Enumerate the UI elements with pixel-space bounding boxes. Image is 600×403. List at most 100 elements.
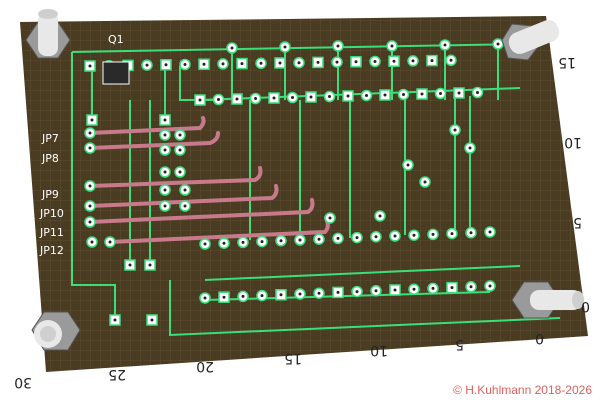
axis-label-25: 25 [108, 366, 126, 382]
pad-hole [88, 204, 92, 208]
pad-hole [439, 92, 442, 95]
axis-label-right-15: 15 [558, 54, 576, 70]
pad-hole [317, 237, 321, 241]
pad-hole [163, 133, 167, 137]
pad-hole [457, 91, 461, 95]
jumper-label-jp10: JP10 [39, 207, 64, 220]
pad-hole [163, 204, 167, 208]
copyright-notice: © H.Kuhlmann 2018-2026 [453, 383, 592, 397]
pad-hole [163, 170, 167, 174]
pad-hole [278, 61, 282, 65]
pad-hole [217, 98, 220, 101]
pad-hole [431, 232, 435, 236]
pad-hole [254, 97, 257, 100]
pad-hole [374, 289, 378, 293]
pad-hole [203, 296, 207, 300]
pad-hole [150, 318, 154, 322]
pad-hole [335, 60, 339, 64]
axis-label-20: 20 [196, 358, 214, 374]
pad-hole [412, 287, 416, 291]
pad-hole [178, 170, 182, 174]
pad-hole [128, 263, 132, 267]
pad-hole [488, 230, 492, 234]
pad-hole [431, 286, 435, 290]
pad-hole [260, 294, 264, 298]
pad-hole [316, 60, 320, 64]
pad-hole [374, 235, 378, 239]
axis-label-30: 30 [14, 374, 32, 390]
pad-hole [488, 284, 492, 288]
axis-label-right-0: 0 [581, 298, 590, 314]
pad-hole [259, 61, 263, 65]
pad-hole [178, 133, 182, 137]
pad-hole [411, 59, 415, 63]
jumper-label-jp8: JP8 [41, 152, 59, 165]
pad-hole [88, 184, 92, 188]
pad-hole [430, 59, 434, 63]
pad-hole [365, 94, 368, 97]
jumper-label-jp7: JP7 [41, 132, 59, 145]
axis-label-15: 15 [284, 350, 302, 366]
jumper-label-jp11: JP11 [39, 226, 64, 239]
pad-hole [241, 240, 245, 244]
pad-hole [393, 288, 397, 292]
pad-hole [443, 43, 447, 47]
pad-hole [88, 64, 92, 68]
pad-hole [378, 214, 382, 218]
pad-hole [148, 263, 152, 267]
pad-hole [298, 238, 302, 242]
axis-label-right-5: 5 [573, 214, 582, 230]
pad-hole [198, 98, 202, 102]
pad-hole [108, 240, 112, 244]
standoff-bottom-right [511, 281, 584, 319]
pad-hole [336, 236, 340, 240]
jumper-label-jp12: JP12 [39, 244, 64, 257]
pad-hole [453, 128, 457, 132]
pad-hole [279, 239, 283, 243]
pad-hole [450, 286, 454, 290]
pad-hole [163, 148, 167, 152]
pad-hole [178, 148, 182, 152]
pad-hole [203, 242, 207, 246]
pad-hole [392, 59, 396, 63]
pad-hole [468, 146, 472, 150]
standoff-bottom-left [31, 311, 81, 351]
pad-hole [202, 62, 206, 66]
q1-transistor: Q1 [102, 33, 130, 85]
copper-traces [71, 43, 561, 337]
pad-hole [272, 96, 276, 100]
pad-hole [328, 216, 332, 220]
pad-hole [373, 60, 377, 63]
axis-label-5: 5 [455, 336, 464, 352]
pad-hole [163, 188, 167, 192]
pad-hole [346, 94, 350, 98]
pad-hole [235, 97, 239, 101]
pad-hole [113, 318, 117, 322]
pad-hole [469, 231, 473, 235]
axis-label-right-10: 10 [564, 134, 582, 150]
jumper-label-jp9: JP9 [41, 188, 59, 201]
pad-hole [230, 46, 234, 50]
pad-hole [298, 292, 302, 296]
pad-hole [354, 60, 358, 64]
pad-hole [183, 63, 187, 66]
axis-label-10: 10 [370, 342, 388, 358]
pad-hole [336, 290, 340, 294]
pad-hole [221, 62, 225, 66]
pad-hole [88, 220, 92, 224]
axis-label-0: 0 [535, 330, 544, 346]
pad-hole [297, 61, 301, 65]
pad-hole [393, 234, 397, 238]
solder-pads [84, 38, 504, 326]
pad-hole [412, 233, 416, 237]
pad-hole [240, 62, 244, 66]
pad-hole [222, 295, 226, 299]
pad-hole [279, 293, 283, 297]
pad-hole [291, 96, 294, 99]
pad-hole [390, 44, 394, 48]
standoff-top-left [25, 9, 71, 59]
pad-hole [336, 44, 340, 48]
pad-hole [90, 118, 94, 122]
pad-hole [406, 163, 410, 167]
